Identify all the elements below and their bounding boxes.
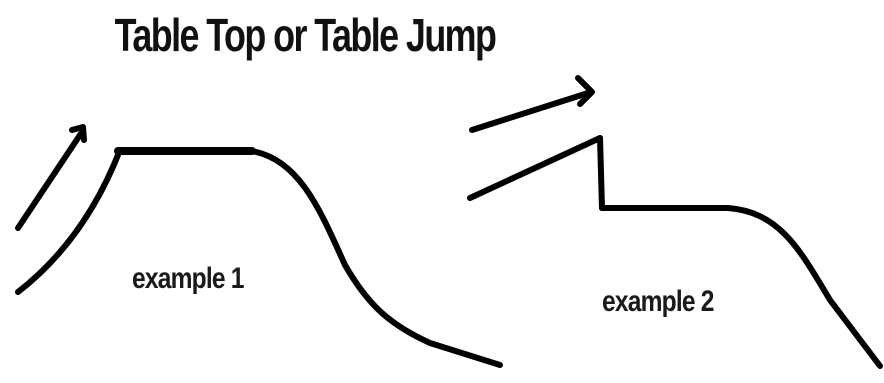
example-2-arrow-icon <box>575 75 595 107</box>
page-title: Table Top or Table Jump <box>114 9 497 61</box>
example-1-arrow-shaft <box>15 129 85 231</box>
example-2-drawing <box>467 75 883 369</box>
example-1-takeoff-ramp <box>15 147 123 295</box>
example-2-takeoff-ramp <box>467 135 603 201</box>
example-1-landing-slope <box>249 148 503 368</box>
example-2-drop <box>597 135 605 211</box>
example-2-label: example 2 <box>602 285 714 318</box>
example-1-drawing <box>15 124 503 368</box>
example-2-arrow-shaft <box>469 90 591 133</box>
example-1-arrow-icon <box>69 124 87 143</box>
example-1-label: example 1 <box>132 262 244 295</box>
example-2-landing-slope <box>725 205 883 369</box>
